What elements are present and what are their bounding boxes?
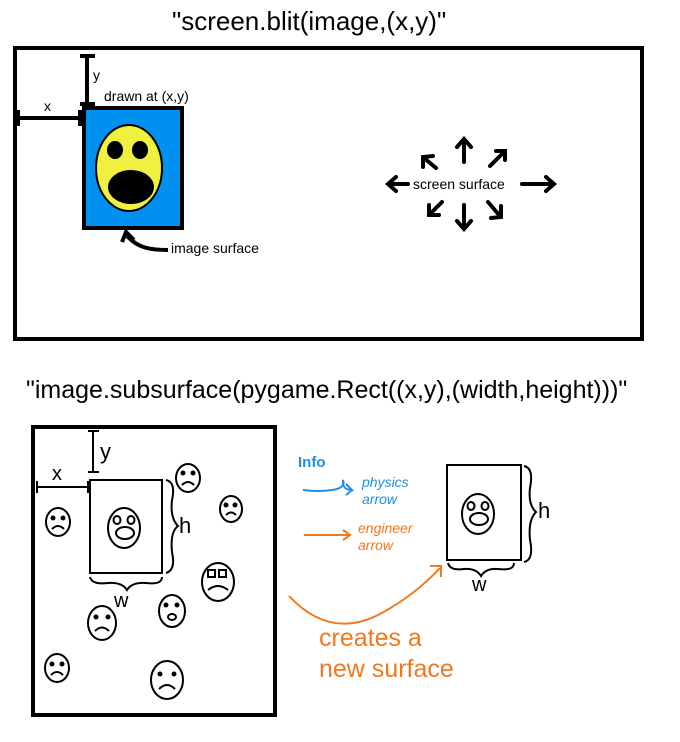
sad-face-icon xyxy=(44,653,70,683)
result-w-brace xyxy=(447,562,515,578)
creates-caption: creates a new surface xyxy=(319,624,454,683)
image-surface-pointer-arrow xyxy=(125,234,169,252)
subsurface-w-label: w xyxy=(114,590,129,612)
subsurface-y-measure xyxy=(88,430,99,473)
physics-arrow-icon xyxy=(302,479,355,496)
engineer-arrow-icon xyxy=(304,529,352,541)
subsurface-x-measure xyxy=(36,481,89,493)
x-measure-marker xyxy=(16,110,82,126)
legend-engineer-label: engineer arrow xyxy=(358,520,413,553)
subsurface-x-label: x xyxy=(52,463,62,485)
sad-face-icon xyxy=(219,495,243,523)
sad-face-icons xyxy=(44,463,243,700)
y-label: y xyxy=(93,67,100,83)
result-face-icon xyxy=(461,493,495,535)
sad-face-icon xyxy=(201,562,235,602)
creates-arrow xyxy=(288,567,441,625)
subsurface-title: "image.subsurface(pygame.Rect((x,y),(wid… xyxy=(26,376,628,404)
subsurface-h-label: h xyxy=(179,513,192,538)
legend-heading: Info xyxy=(298,454,326,471)
subsurface-face-icon xyxy=(107,507,141,549)
sad-face-icon xyxy=(175,463,201,493)
source-image-frame xyxy=(31,425,277,717)
result-w-label: w xyxy=(472,574,487,596)
smiley-eye-right xyxy=(132,141,148,159)
y-measure-marker xyxy=(80,54,95,106)
subsurface-w-brace xyxy=(89,576,163,592)
result-h-brace xyxy=(523,465,538,563)
subsurface-h-brace xyxy=(165,479,180,574)
screen-surface-label: screen surface xyxy=(413,176,505,192)
result-surface-rect xyxy=(446,464,522,561)
sad-face-icon xyxy=(87,605,117,641)
drawn-at-label: drawn at (x,y) xyxy=(104,88,189,104)
screen-surface-frame xyxy=(13,46,644,341)
legend-physics-label: physics arrow xyxy=(362,474,409,507)
blit-title: "screen.blit(image,(x,y)" xyxy=(172,6,447,36)
sad-face-icon xyxy=(150,660,184,700)
smiley-mouth xyxy=(108,170,154,204)
result-h-label: h xyxy=(538,498,551,523)
image-surface-label: image surface xyxy=(171,240,259,256)
x-label: x xyxy=(44,98,51,114)
sad-face-icon xyxy=(158,594,186,628)
sad-face-icon xyxy=(45,507,71,537)
smiley-eye-left xyxy=(107,141,123,159)
subsurface-y-label: y xyxy=(100,439,111,464)
screen-surface-direction-arrows xyxy=(384,135,558,233)
